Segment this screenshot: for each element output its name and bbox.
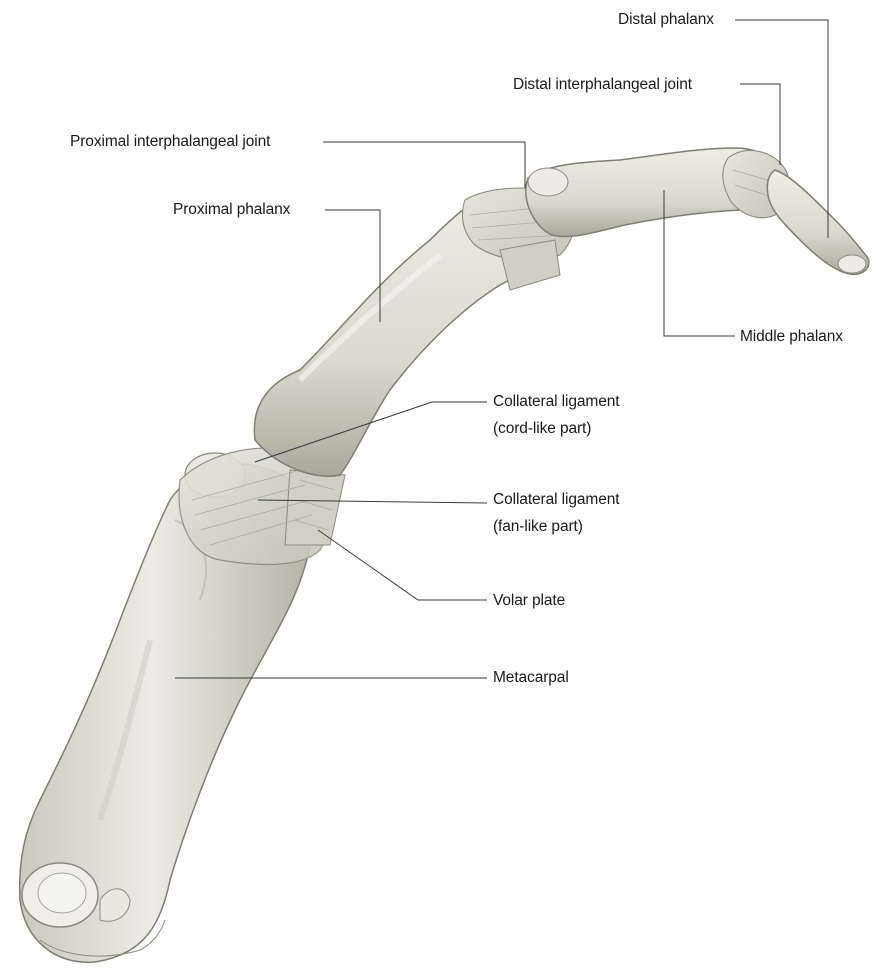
label-collateral-ligament-fan: Collateral ligament: [493, 489, 619, 510]
label-distal-interphalangeal-joint: Distal interphalangeal joint: [513, 74, 692, 95]
label-distal-phalanx: Distal phalanx: [618, 9, 714, 30]
label-proximal-interphalangeal-joint: Proximal interphalangeal joint: [70, 131, 270, 152]
label-metacarpal: Metacarpal: [493, 667, 569, 688]
distal-phalanx-bone: [723, 151, 869, 275]
leader-volar-plate: [318, 530, 487, 600]
label-collateral-ligament-cord: Collateral ligament: [493, 391, 619, 412]
label-volar-plate: Volar plate: [493, 590, 565, 611]
label-collateral-ligament-fan-sub: (fan-like part): [493, 516, 583, 537]
label-collateral-ligament-cord-sub: (cord-like part): [493, 418, 591, 439]
leader-pip-joint: [323, 142, 525, 188]
label-proximal-phalanx: Proximal phalanx: [173, 199, 290, 220]
label-middle-phalanx: Middle phalanx: [740, 326, 843, 347]
